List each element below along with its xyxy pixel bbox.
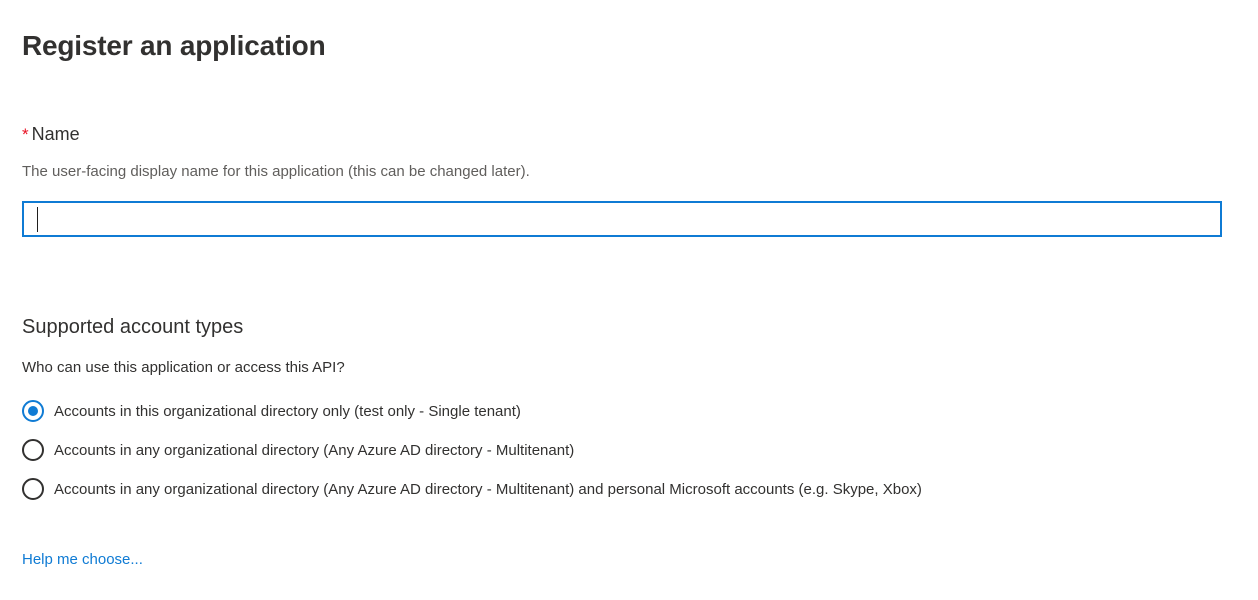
help-me-choose-link[interactable]: Help me choose... [22, 551, 143, 568]
name-input-container[interactable] [22, 201, 1222, 237]
name-input[interactable] [24, 203, 1220, 235]
text-caret [37, 207, 38, 232]
radio-selected-icon[interactable] [22, 400, 44, 422]
radio-option-single-tenant[interactable]: Accounts in this organizational director… [22, 398, 1232, 424]
name-field-block: *Name The user-facing display name for t… [22, 122, 1224, 237]
radio-option-label: Accounts in any organizational directory… [54, 480, 922, 498]
radio-option-label: Accounts in any organizational directory… [54, 441, 575, 459]
account-types-radio-group: Accounts in this organizational director… [22, 398, 1232, 502]
radio-unselected-icon[interactable] [22, 439, 44, 461]
name-field-label: *Name [22, 122, 1224, 147]
name-label-text: Name [31, 124, 80, 144]
supported-account-types-subtext: Who can use this application or access t… [22, 359, 345, 376]
required-asterisk-icon: * [22, 125, 29, 144]
supported-account-types-section: Supported account types Who can use this… [22, 314, 1232, 515]
radio-option-multitenant-and-personal[interactable]: Accounts in any organizational directory… [22, 476, 1232, 502]
radio-unselected-icon[interactable] [22, 478, 44, 500]
supported-account-types-heading: Supported account types [22, 316, 244, 338]
page-title: Register an application [22, 29, 326, 61]
radio-option-multitenant[interactable]: Accounts in any organizational directory… [22, 437, 1232, 463]
radio-option-label: Accounts in this organizational director… [54, 402, 521, 420]
name-field-description: The user-facing display name for this ap… [22, 163, 530, 180]
